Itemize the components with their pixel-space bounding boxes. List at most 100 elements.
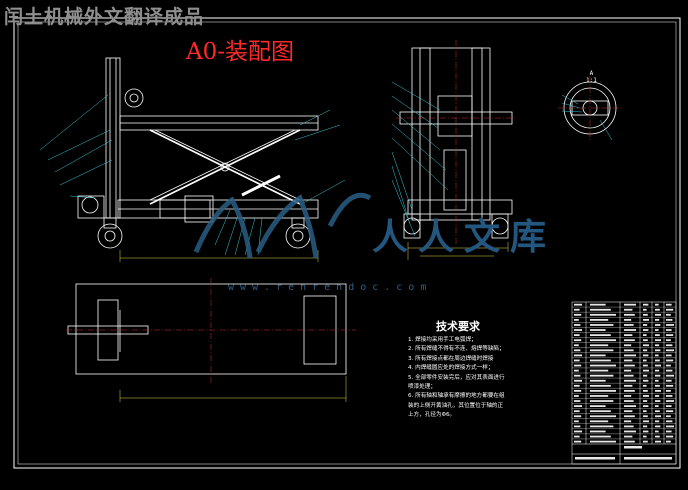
parts-list-cell-mark	[655, 405, 659, 408]
parts-list-cell-mark	[574, 395, 579, 397]
parts-list-cell-mark	[574, 405, 582, 408]
detail-view-leaders	[561, 94, 613, 141]
parts-list-cell-mark	[574, 425, 581, 428]
parts-list-cell-mark	[590, 374, 614, 377]
parts-list-cell-mark	[590, 395, 609, 397]
parts-list-cell-mark	[666, 339, 671, 342]
parts-list-cell-mark	[574, 389, 582, 392]
parts-list-cell-mark	[574, 435, 580, 438]
parts-list-cell-mark	[666, 425, 674, 428]
tech-requirement-item: 1. 焊接均采用手工电弧焊；	[408, 337, 477, 343]
parts-list-cell-mark	[643, 440, 648, 443]
tech-requirement-item: 装的上侧开黄油孔，其位置位于轴的正	[408, 402, 504, 409]
parts-list-cell-mark	[590, 384, 611, 387]
tech-requirement-item: 喷漆处理；	[408, 384, 436, 391]
parts-list-cell-mark	[624, 303, 636, 306]
parts-list-cell-mark	[574, 430, 582, 433]
parts-list-cell-mark	[655, 339, 661, 342]
parts-list-cell-mark	[655, 389, 661, 392]
parts-list-cell-mark	[643, 354, 649, 357]
parts-list-cell-mark	[643, 329, 649, 331]
parts-list-cell-mark	[655, 349, 661, 352]
parts-list-cell-mark	[666, 359, 674, 362]
parts-list-cell-mark	[590, 313, 616, 316]
parts-list-cell-mark	[624, 324, 634, 326]
parts-list-cell-mark	[590, 425, 614, 428]
parts-list-cell-mark	[666, 395, 673, 397]
parts-list-cell-mark	[643, 318, 649, 321]
parts-list-cell-mark	[643, 430, 649, 433]
parts-list-cell-mark	[666, 364, 671, 367]
parts-list-cell-mark	[643, 344, 649, 347]
parts-list-cell-mark	[666, 400, 674, 402]
parts-list-cell-mark	[624, 318, 632, 321]
tech-requirements-list: 1. 焊接均采用手工电弧焊； 2. 所有焊缝不得有不连、熔焊等缺陷； 3. 所有…	[408, 336, 568, 421]
watermark-url: www.renrendoc.com	[228, 282, 433, 293]
parts-list-cell-mark	[655, 369, 660, 372]
detail-view-centerlines	[558, 76, 622, 140]
parts-list-cell-mark	[574, 329, 582, 331]
parts-list-cell-mark	[590, 410, 611, 413]
parts-list-cell-mark	[624, 435, 633, 438]
parts-list-cell-mark	[643, 349, 648, 352]
parts-list-cell-mark	[655, 313, 661, 316]
parts-list-cell-mark	[624, 389, 635, 392]
parts-list-cell-mark	[624, 313, 635, 316]
parts-list-cell-mark	[590, 359, 611, 362]
parts-list-cell-mark	[666, 379, 672, 382]
parts-list-cell-mark	[574, 369, 579, 372]
parts-list-cell-mark	[574, 379, 582, 382]
detail-view-caption: A 1:1	[586, 70, 597, 84]
parts-list-cell-mark	[655, 415, 661, 418]
watermark-logo	[193, 192, 372, 259]
tech-requirements-title: 技术要求	[436, 320, 480, 333]
side-view-centerlines	[396, 40, 516, 244]
parts-list-cell-mark	[590, 440, 616, 443]
parts-list-cell-mark	[574, 440, 582, 443]
parts-list-cell-mark	[624, 430, 636, 433]
parts-list-cell-mark	[574, 374, 581, 377]
parts-list-cell-mark	[624, 440, 635, 443]
side-view-leaders	[391, 81, 449, 237]
parts-list-cell-mark	[574, 334, 580, 337]
parts-list-cell-mark	[643, 303, 649, 306]
parts-list-cell-mark	[590, 308, 611, 311]
parts-list-cell-mark	[666, 334, 674, 337]
parts-list-cell-mark	[574, 303, 582, 306]
parts-list-cell-mark	[574, 420, 579, 423]
parts-list-rows	[572, 306, 676, 440]
parts-list-cell-mark	[574, 308, 580, 311]
title-block-notes	[575, 446, 672, 460]
parts-list-cell-mark	[643, 389, 648, 392]
tech-requirement-item: 6. 所有轴和轴承有摩擦的地方都要在组	[408, 393, 505, 400]
parts-list-cell-mark	[590, 389, 616, 392]
detail-view-scale: 1:1	[586, 77, 597, 84]
parts-list-cell-mark	[590, 339, 616, 342]
drawing-inner-border	[17, 21, 677, 465]
parts-list-cell-mark	[666, 430, 672, 433]
parts-list-cell-mark	[590, 400, 614, 402]
watermark-logo-text: 人人文库	[372, 217, 557, 258]
parts-list-cell-mark	[643, 359, 647, 362]
parts-list-cell-mark	[666, 344, 673, 347]
parts-list-cell-mark	[590, 420, 609, 423]
parts-list-cell-mark	[655, 344, 660, 347]
parts-list-cell-mark	[624, 308, 633, 311]
parts-list-cell-mark	[643, 384, 647, 387]
parts-list-cell-mark	[624, 425, 634, 428]
parts-list-cell-mark	[666, 318, 673, 321]
parts-list-cell-mark	[624, 379, 636, 382]
parts-list-cell-mark	[666, 369, 673, 372]
parts-list-cell-mark	[666, 308, 674, 311]
parts-list-cell-mark	[666, 435, 674, 438]
parts-list-cell-mark	[590, 415, 616, 418]
detail-view-label: A	[589, 70, 594, 77]
parts-list-cell-mark	[574, 384, 580, 387]
parts-list-cell-mark	[624, 415, 635, 418]
parts-list-cell-mark	[643, 400, 648, 402]
parts-list-cell-mark	[643, 324, 648, 326]
parts-list-cell-mark	[655, 435, 660, 438]
parts-list-cell-mark	[574, 318, 579, 321]
parts-list-cell-mark	[574, 349, 581, 352]
